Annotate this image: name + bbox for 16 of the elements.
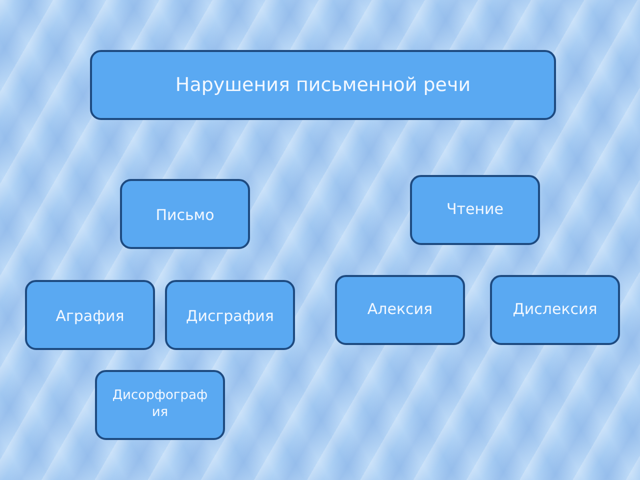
node-label: Письмо xyxy=(156,206,214,226)
node-label: Нарушения письменной речи xyxy=(175,72,471,98)
node-label: Аграфия xyxy=(56,307,124,327)
node-label: Алексия xyxy=(367,300,433,320)
rounded-box xyxy=(490,275,620,345)
rounded-box xyxy=(165,280,295,350)
node-label: Дислексия xyxy=(512,300,598,320)
node-label: Чтение xyxy=(446,200,504,220)
rounded-box xyxy=(120,179,250,249)
rounded-box xyxy=(335,275,465,345)
node-label: Дисорфография xyxy=(111,388,209,422)
node-label: Дисграфия xyxy=(186,307,274,327)
rounded-box xyxy=(25,280,155,350)
rounded-box xyxy=(95,370,225,440)
rounded-box xyxy=(90,50,556,120)
rounded-box xyxy=(410,175,540,245)
